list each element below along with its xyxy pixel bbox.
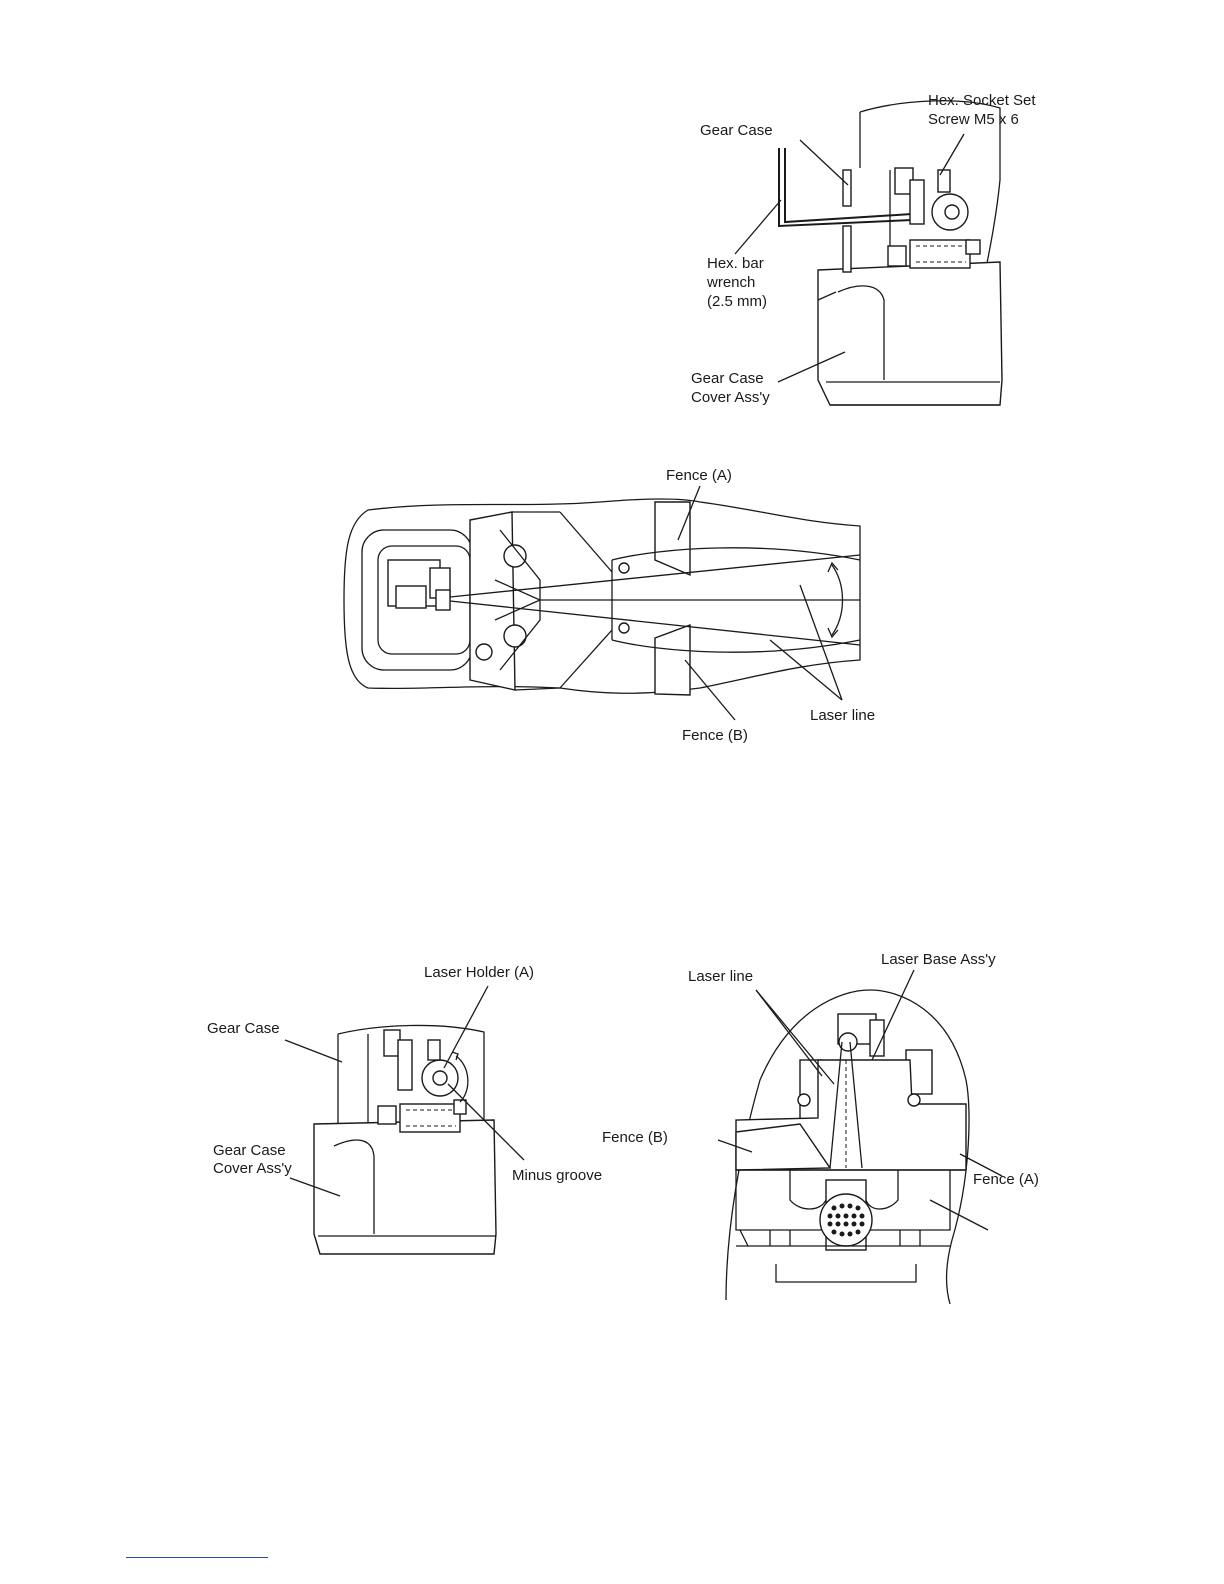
footer-divider [126, 1557, 268, 1558]
fence-b [655, 625, 690, 695]
figure-bottom-left-laser-holder [314, 1025, 496, 1254]
label-fence-a-middle: Fence (A) [666, 467, 732, 484]
label-hex-bar-line2: wrench [706, 274, 755, 291]
gear-case-cover-block-bl [314, 1120, 496, 1254]
dust-port [820, 1194, 872, 1246]
label-hex-socket-line2: Screw M5 x 6 [928, 111, 1019, 128]
label-minus-groove: Minus groove [512, 1167, 602, 1184]
label-gear-case-cover-bl-line1: Gear Case [213, 1142, 286, 1159]
figure-middle-laser-alignment [344, 499, 860, 695]
fence-a [655, 502, 690, 575]
label-fence-b-br: Fence (B) [602, 1129, 668, 1146]
figure-bottom-right-laser-base [726, 990, 969, 1304]
label-hex-socket-line1: Hex. Socket Set [928, 92, 1036, 109]
label-gear-case-cover-top-line1: Gear Case [691, 370, 764, 387]
label-laser-line-br: Laser line [688, 968, 753, 985]
label-gear-case-bl: Gear Case [207, 1020, 280, 1037]
figure-top-hex-wrench [779, 101, 1002, 405]
minus-groove-slot [433, 1071, 447, 1085]
turntable-plate [470, 512, 515, 690]
label-laser-holder: Laser Holder (A) [424, 964, 534, 981]
label-gear-case-cover-bl-line2: Cover Ass'y [213, 1160, 292, 1177]
gear-case-cover-block [818, 262, 1002, 405]
label-gear-case-top: Gear Case [700, 122, 773, 139]
label-laser-base: Laser Base Ass'y [881, 951, 996, 968]
label-hex-bar-line3: (2.5 mm) [707, 293, 767, 310]
set-screw [938, 170, 950, 192]
label-fence-a-br: Fence (A) [973, 1171, 1039, 1188]
label-laser-line-middle: Laser line [810, 707, 875, 724]
label-gear-case-cover-top-line2: Cover Ass'y [691, 389, 770, 406]
label-fence-b-middle: Fence (B) [682, 727, 748, 744]
gear-case-plate [843, 170, 851, 206]
label-hex-bar-line1: Hex. bar [707, 255, 764, 272]
